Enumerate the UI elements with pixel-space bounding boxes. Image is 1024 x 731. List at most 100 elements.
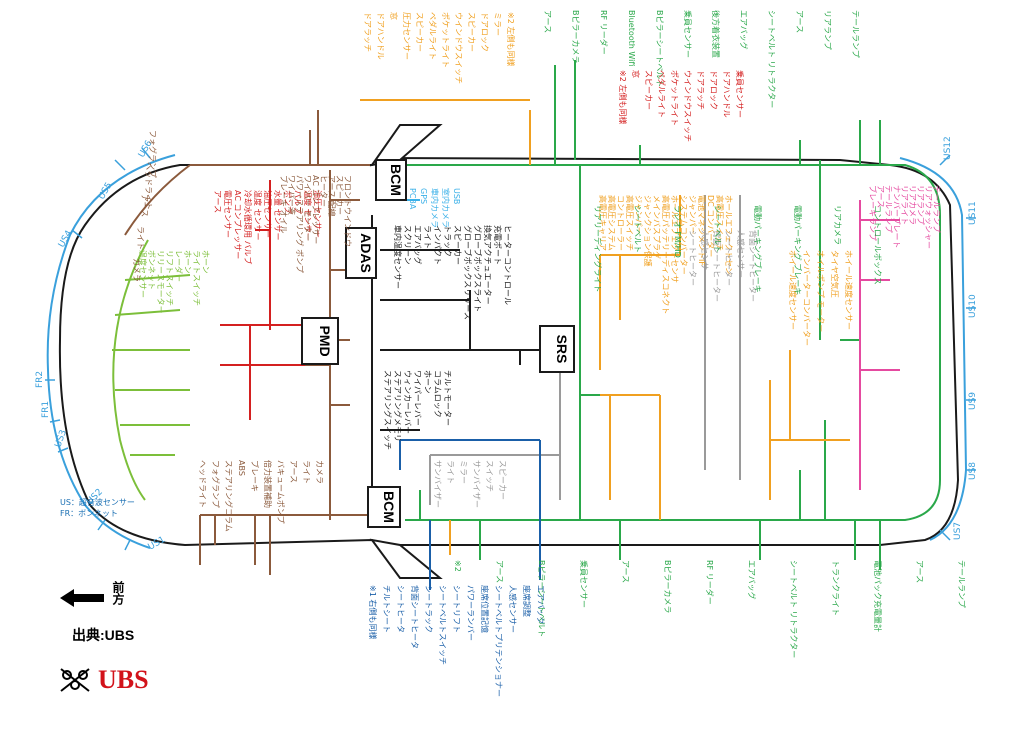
rear-pink-label: テールランプ (884, 185, 893, 233)
pmd-box (301, 317, 339, 365)
rear-top-green-label: Bピラーカメラ (571, 10, 580, 64)
srs-box (539, 325, 575, 373)
adas-black-label: インパクト (433, 225, 442, 265)
bottom-blue-wiring (399, 439, 541, 590)
bottom-gray-label: サンバイザー (433, 460, 442, 508)
pmd-red-label: AC コンプレッサー (233, 190, 242, 259)
fr1-label: FR1 (41, 401, 51, 418)
ubs-wordmark: UBS (98, 665, 149, 694)
pmd-brown-label: ヒーター (319, 175, 328, 207)
adas-label: ADAS (358, 233, 374, 273)
bcm-top-lightblue-label: 室内カメラ (441, 188, 451, 228)
bottom-blue-label: チルトシート (382, 585, 391, 633)
rear-top-green-label: エアバッグ (739, 10, 749, 50)
front-bottom-brown-label: ステアリングコラム (224, 460, 234, 532)
bcm-top-orange-label: ペダルライト (428, 12, 438, 60)
front-bottom-brown-label: アース (289, 460, 298, 483)
rear-orange-label: インバーターコンバーター (802, 250, 811, 346)
bottom-green-label: シートベルト リトラクター (789, 560, 798, 658)
pmd-brown-label: スピーカー (335, 175, 344, 215)
rear-orange-label: オイルポンプ モーター (816, 250, 825, 332)
fr2-label: FR2 (35, 371, 45, 388)
rear-pink-label: リアランプ (916, 185, 925, 225)
seat-gray-wiring (429, 195, 741, 505)
bcm-bottom-black-label: ステアリングメモリ (393, 370, 403, 442)
rear-top-red-label: 窓 (631, 70, 641, 78)
mirror-bottom (369, 538, 443, 579)
rear-pink-label: リアウォッシャー (924, 185, 933, 249)
adas-black-label: スピーカー (453, 225, 462, 265)
rear-top-green-label: 後方着衣装置 (711, 10, 721, 58)
rear-top-green-label: Bピラーシートベルト (655, 10, 664, 87)
adas-black-label: エアバッグ (413, 225, 423, 265)
bcm-top-orange-label: ※2 左側も同様 (506, 12, 516, 66)
bottom-green-label: トランクライト (831, 560, 840, 616)
bottom-blue-label: 座席調整 (522, 585, 532, 617)
bottom-green-label: RF リーダー (705, 560, 715, 605)
rear-top-green-label: アース (543, 10, 552, 33)
bottom-green-label: 電池パック充電量計 (873, 560, 883, 632)
rear-green-mid-label: シートベルト (633, 205, 642, 253)
srs-orange-label: 電池マネジメントIF (697, 195, 707, 266)
front-bottom-brown-label: ライト (302, 460, 311, 484)
us1-label: US1 (147, 535, 168, 553)
bottom-gray-label: スピーカー (498, 460, 507, 500)
bcm-bottom-black-label: ウィンカーレバー (403, 370, 412, 434)
rear-top-green-label: 乗員センサー (683, 10, 693, 58)
bcm-top-orange-label: スピーカー (415, 12, 424, 52)
bcm-top-lightblue-label: 車内カメラ (430, 188, 440, 228)
bottom-blue-label: シートラック (424, 585, 433, 633)
adas-black-label: 車内温度センサー (393, 225, 403, 289)
rear-pink-label: テールランプ (932, 185, 941, 233)
front-top-brown-label: ライト (136, 226, 145, 250)
srs-orange-label: 高電圧パッテリーディスコネクト (661, 195, 671, 314)
bottom-blue-label: 座席位置記憶 (480, 585, 490, 633)
front-bottom-brown-label: フォグランプ (211, 460, 221, 508)
pmd-red-label: ポンプ (283, 190, 292, 214)
srs-orange-label: ジャンパー (634, 195, 643, 235)
rear-top-red-label: 乗員センサー (735, 70, 745, 118)
rear-top-green-label: テールランプ (851, 10, 860, 58)
rear-top-green-label: リアランプ (823, 10, 832, 50)
pmd-brown-label: ワイパー液 (287, 175, 297, 215)
srs-orange-label: ジャンパー (688, 195, 697, 235)
bcm-top-orange-label: スピーカー (467, 12, 476, 52)
front-green-label: ホーン (183, 250, 192, 274)
bottom-green-label: Bピラーシートベルト (537, 560, 546, 637)
front-direction-indicator: 前方 (60, 581, 170, 609)
srs-orange-label: ホールエフェクトセン (724, 195, 733, 275)
front-bottom-brown-label: ヘッドライト (198, 460, 207, 508)
front-green-label: リフトスイッチ (165, 250, 174, 306)
rear-top-red-label: ペダルライト (657, 70, 667, 118)
rear-green-mid-label: リアリーディングライト (593, 205, 603, 292)
front-bottom-brown-label: 倍力装置補助 (263, 460, 273, 508)
bottom-blue-label: エアバッグ (536, 585, 546, 625)
front-top-brown-label: カメラ (132, 258, 141, 282)
rear-pink-label: ナンバープレート (892, 185, 901, 249)
seat-gray-label: 背面シートヒーター (712, 230, 722, 302)
pmd-red-label: 電圧センサー (223, 190, 232, 238)
rear-top-green-label: RF リーダー (599, 10, 609, 55)
main-green-ring (395, 60, 941, 570)
us-note-line-2: FR：ボンネット (60, 509, 118, 518)
us10-label: US10 (968, 294, 978, 318)
rear-pink-label: リアカメラ (908, 185, 917, 225)
rear-top-red-label: スピーカー (644, 70, 653, 110)
adas-black-label: 換気アクチュエーター (483, 225, 493, 305)
bcm-bottom-black-label: ワイパーレバー (413, 370, 422, 426)
bcm-top-orange-label: ポケットライト (441, 12, 450, 68)
bcm-top-orange-label: 窓 (389, 12, 399, 20)
pmd-red-label: 油圧センサー (263, 190, 273, 238)
bcm-top-lightblue-label: USB (452, 188, 461, 204)
seat-gray-label: 背面シートヒーター (748, 230, 758, 302)
rear-top-green-label: シートベルト リトラクター (767, 10, 776, 108)
pmd-red-label: アース (213, 190, 222, 213)
adas-black-label: ライト (423, 225, 432, 249)
us12-label: US12 (943, 136, 953, 160)
pmd-red-label: 水量 センサー (273, 190, 283, 241)
srs-orange-label: DC コンバーター (706, 195, 715, 257)
adas-black-label: スクリーン (403, 225, 412, 265)
bcm-bottom-label: BCM (381, 491, 397, 523)
bcm-top-orange-label: ドアハンドル (376, 12, 385, 60)
seat-gray-label: 人感センサー (736, 230, 746, 278)
